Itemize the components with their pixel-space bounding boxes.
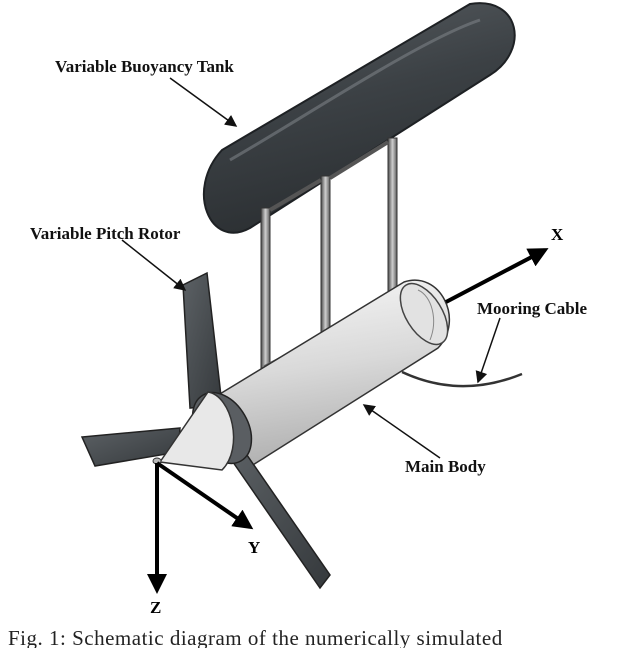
main-body-label: Main Body [405, 457, 486, 476]
coordinate-axes: X Y Z [147, 225, 564, 617]
main-body-leader [362, 404, 441, 459]
buoyancy-tank [203, 2, 516, 234]
pitch-rotor-label: Variable Pitch Rotor [30, 224, 181, 243]
buoyancy-tank-leader [169, 77, 238, 127]
mooring-cable-leader [475, 317, 501, 384]
figure-caption: Fig. 1: Schematic diagram of the numeric… [8, 626, 503, 648]
y-axis-arrow [155, 461, 254, 530]
x-axis-label: X [551, 225, 564, 244]
mooring-cable [401, 370, 523, 388]
main-body [208, 279, 450, 470]
x-axis-arrow [445, 248, 549, 304]
buoyancy-tank-label: Variable Buoyancy Tank [55, 57, 234, 76]
rotor-hub [152, 391, 253, 471]
z-axis-label: Z [150, 598, 161, 617]
pitch-rotor-leader [121, 239, 187, 291]
y-axis-label: Y [248, 538, 260, 557]
leader-arrows [121, 77, 501, 459]
mooring-cable-label: Mooring Cable [477, 299, 587, 318]
